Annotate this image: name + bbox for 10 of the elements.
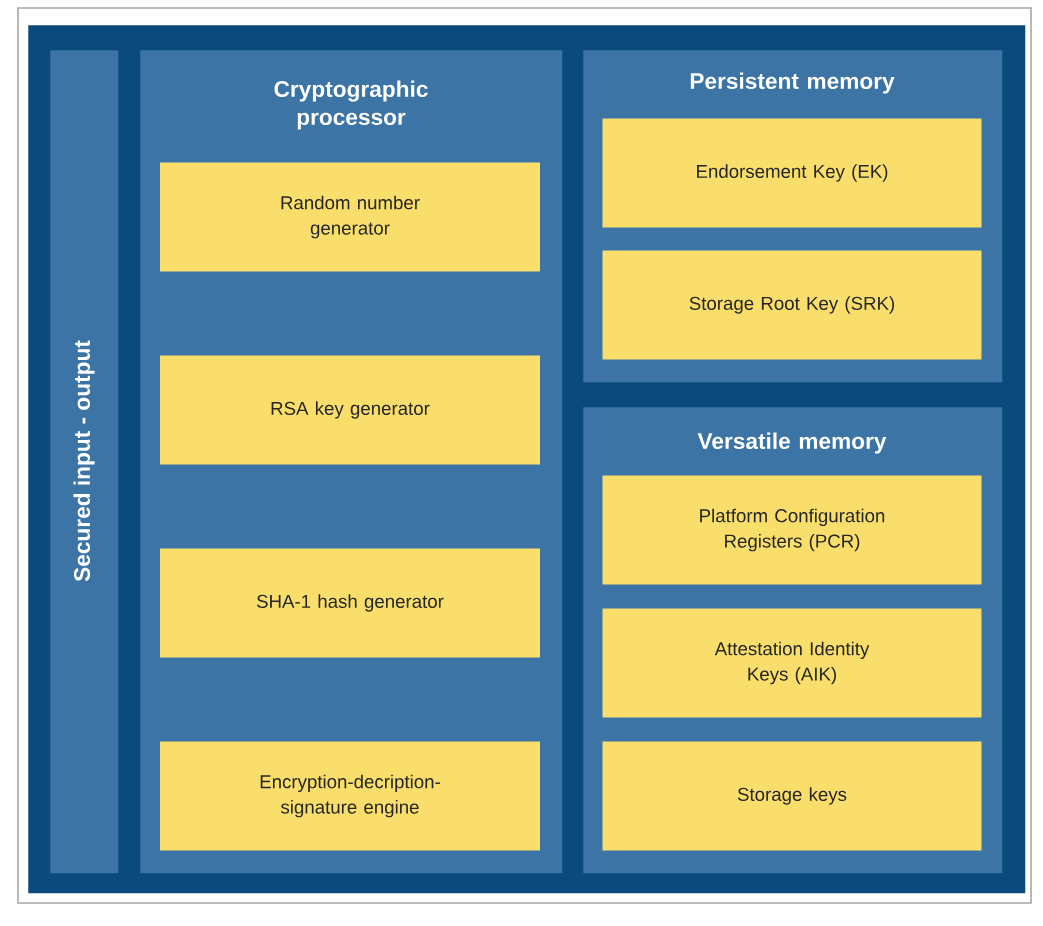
io-band: Secured input - output [50, 50, 119, 874]
component-box: SHA-1 hash generator [160, 548, 540, 658]
component-box: Platform Configuration Registers (PCR) [602, 475, 982, 585]
component-box: Storage keys [602, 741, 982, 851]
component-box: Endorsement Key (EK) [602, 118, 982, 228]
component-box: Attestation Identity Keys (AIK) [602, 608, 982, 718]
component-box: Random number generator [160, 162, 540, 272]
component-box: RSA key generator [160, 355, 540, 465]
component-box: Storage Root Key (SRK) [602, 250, 982, 360]
component-box: Encryption-decription-signature engine [160, 741, 540, 851]
